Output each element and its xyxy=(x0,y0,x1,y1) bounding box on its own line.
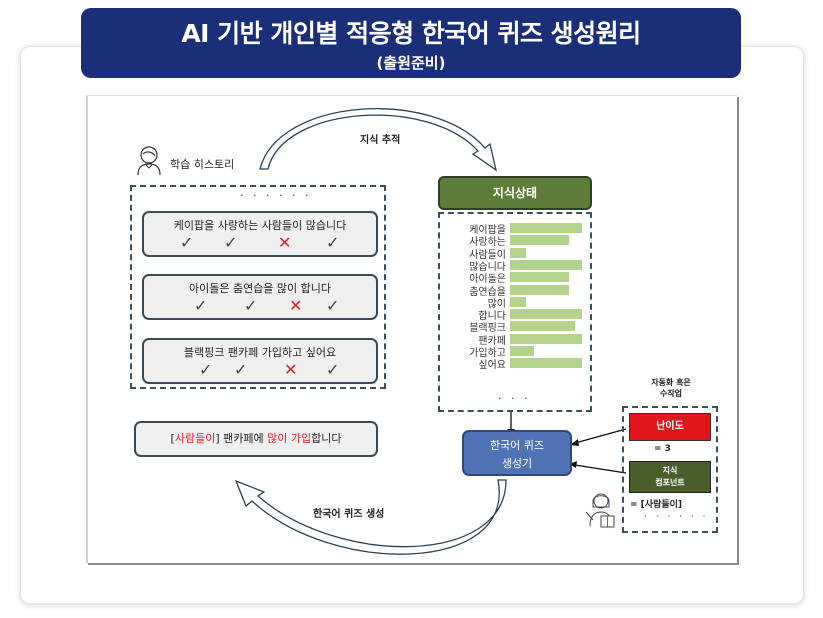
check-icon: ✓ xyxy=(326,233,340,252)
knowledge-dots: · · · xyxy=(498,392,531,405)
flow-arrows xyxy=(234,108,627,555)
knowledge-row: 가입하고 xyxy=(440,346,590,359)
knowledge-word: 사람들이 xyxy=(469,249,506,261)
knowledge-row: 사람들이 xyxy=(440,247,590,261)
knowledge-row: 많이 xyxy=(440,296,590,310)
check-icon: ✓ xyxy=(234,360,248,379)
controls-header-2: 수작업 xyxy=(659,389,683,398)
quiz-bracket-open: [ xyxy=(170,432,175,445)
knowledge-bar xyxy=(510,259,582,270)
history-dots: · · · · · · xyxy=(240,189,312,202)
knowledge-word: 케이팝을 xyxy=(469,225,506,236)
knowledge-row: 블랙핑크 xyxy=(440,321,590,335)
generated-quiz-box: [사람들이] 팬카페에 많이 가입합니다 xyxy=(134,421,378,457)
check-icon: ✓ xyxy=(326,296,340,315)
knowledge-row: 케이팝을 xyxy=(440,223,590,236)
sentence-text: 블랙핑크 팬카페 가입하고 싶어요 xyxy=(183,346,337,359)
knowledge-word: 춤연습을 xyxy=(469,286,506,298)
component-line1: 지식 xyxy=(662,466,678,475)
knowledge-bar xyxy=(510,272,569,283)
quiz-text-end: 합니다 xyxy=(311,432,342,445)
history-label: 학습 히스토리 xyxy=(170,158,235,171)
teacher-icon xyxy=(585,493,615,528)
difficulty-label: 난이도 xyxy=(629,413,711,441)
knowledge-bar xyxy=(510,296,526,307)
history-box: · · · · · · 케이팝을 사랑하는 사람들이 많습니다 ✓ ✓ ✕ ✓ … xyxy=(130,185,386,389)
knowledge-word: 아이돌은 xyxy=(469,274,506,286)
knowledge-tracing-arrow xyxy=(259,108,498,172)
controls-header-1: 자동화 혹은 xyxy=(651,378,691,387)
knowledge-word: 팬카페 xyxy=(478,335,506,347)
quiz-generation-arrow xyxy=(234,479,507,555)
diagram-figure: 지식 추적 한국어 퀴즈 생성 학습 히스토리 · · · · · · 케이팝을… xyxy=(86,95,737,563)
knowledge-row: 합니다 xyxy=(440,309,590,323)
page-subtitle: (출원준비) xyxy=(376,54,446,72)
knowledge-row: 팬카페 xyxy=(440,333,590,347)
generator-line1: 한국어 퀴즈 xyxy=(489,439,545,452)
knowledge-word: 블랙핑크 xyxy=(469,323,506,335)
knowledge-word: 가입하고 xyxy=(469,348,506,359)
knowledge-row: 아이돌은 xyxy=(440,272,590,286)
history-sentence-3: 블랙핑크 팬카페 가입하고 싶어요 ✓ ✓ ✕ ✓ xyxy=(142,338,378,384)
sentence-text: 케이팝을 사랑하는 사람들이 많습니다 xyxy=(173,219,347,232)
knowledge-word: 싶어요 xyxy=(478,360,506,372)
knowledge-component-value: = [사람들이] xyxy=(630,500,683,510)
check-icon: ✓ xyxy=(224,233,238,252)
knowledge-bar xyxy=(510,321,575,332)
knowledge-row: 많습니다 xyxy=(440,259,590,273)
knowledge-bar xyxy=(510,235,569,246)
knowledge-bar xyxy=(510,333,582,344)
history-sentence-1: 케이팝을 사랑하는 사람들이 많습니다 ✓ ✓ ✕ ✓ xyxy=(142,211,378,257)
knowledge-row: 춤연습을 xyxy=(440,284,590,298)
knowledge-row: 싶어요 xyxy=(440,358,590,372)
cross-icon: ✕ xyxy=(289,296,303,315)
difficulty-value: = 3 xyxy=(654,444,671,454)
cross-icon: ✕ xyxy=(278,233,292,252)
quiz-generator-box: 한국어 퀴즈 생성기 xyxy=(462,430,572,476)
check-icon: ✓ xyxy=(199,360,213,379)
knowledge-component-label: 지식 컴포넌트 xyxy=(629,461,711,493)
controls-dots: · · · · · · xyxy=(644,512,709,522)
quiz-text: ] 팬카페에 xyxy=(215,432,268,445)
knowledge-bar xyxy=(510,284,569,295)
knowledge-bar xyxy=(510,346,534,356)
knowledge-word: 많이 xyxy=(487,298,506,310)
page-title: AI 기반 개인별 적응형 한국어 퀴즈 생성원리 xyxy=(181,19,641,48)
controls-box: 난이도 = 3 지식 컴포넌트 = [사람들이] · · · · · · xyxy=(622,406,718,533)
quiz-generation-label: 한국어 퀴즈 생성 xyxy=(313,509,385,520)
knowledge-bar xyxy=(510,247,526,258)
check-icon: ✓ xyxy=(326,360,340,379)
knowledge-word: 많습니다 xyxy=(469,261,506,273)
knowledge-word: 사랑하는 xyxy=(469,237,506,249)
history-sentence-2: 아이돌은 춤연습을 많이 합니다 ✓ ✓ ✕ ✓ xyxy=(142,274,378,320)
knowledge-row: 사랑하는 xyxy=(440,235,590,249)
knowledge-bar xyxy=(510,309,582,320)
generator-line2: 생성기 xyxy=(501,457,533,470)
check-icon: ✓ xyxy=(244,296,258,315)
knowledge-bar xyxy=(510,223,582,233)
quiz-highlight: 많이 가입 xyxy=(267,432,312,445)
knowledge-bar xyxy=(510,358,582,369)
component-line2: 컴포넌트 xyxy=(655,478,685,487)
title-banner: AI 기반 개인별 적응형 한국어 퀴즈 생성원리 (출원준비) xyxy=(81,8,741,78)
knowledge-state-title: 지식상태 xyxy=(438,176,592,210)
knowledge-word: 합니다 xyxy=(478,311,506,323)
cross-icon: ✕ xyxy=(284,360,298,379)
student-icon xyxy=(137,146,161,176)
knowledge-tracing-label: 지식 추적 xyxy=(360,135,401,146)
check-icon: ✓ xyxy=(194,296,208,315)
sentence-text: 아이돌은 춤연습을 많이 합니다 xyxy=(188,282,332,295)
check-icon: ✓ xyxy=(180,233,194,252)
quiz-blank: 사람들이 xyxy=(174,432,216,445)
